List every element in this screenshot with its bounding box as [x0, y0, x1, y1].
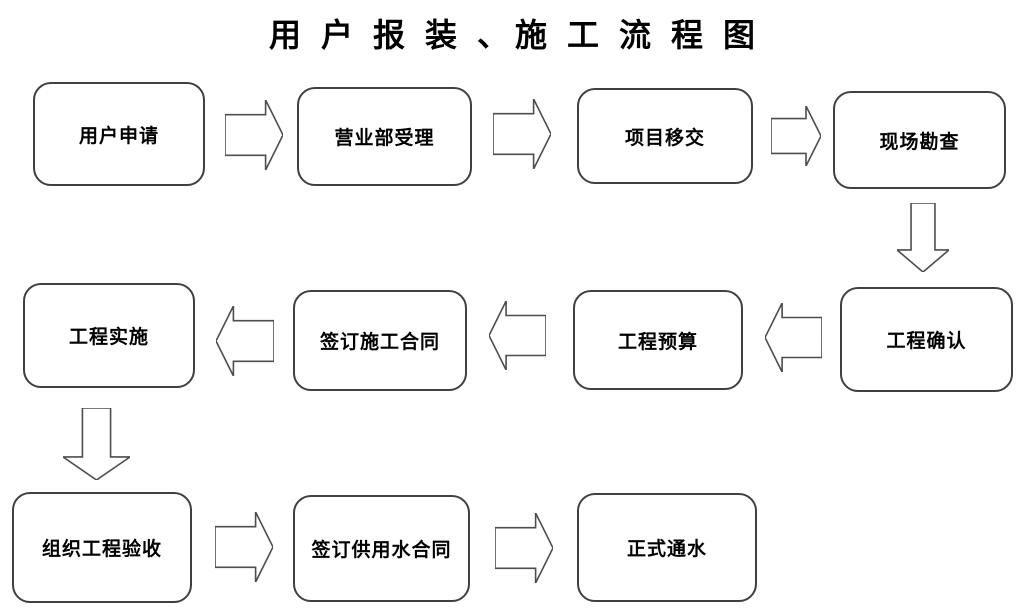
flow-node-project-transfer: 项目移交	[577, 88, 753, 184]
flow-node-label: 签订供用水合同	[311, 540, 452, 561]
flow-node-label: 工程确认	[886, 331, 967, 352]
flow-node-label: 组织工程验收	[41, 539, 162, 560]
flow-node-project-implementation: 工程实施	[23, 283, 195, 388]
arrow-down-icon	[897, 203, 949, 272]
flow-node-label: 正式通水	[626, 539, 707, 560]
flow-node-project-confirmation: 工程确认	[840, 287, 1013, 392]
arrow-down-icon	[63, 408, 130, 480]
arrow-left-icon	[765, 303, 822, 372]
arrow-right-icon	[225, 100, 283, 170]
flow-node-official-water-supply: 正式通水	[577, 493, 757, 602]
arrow-left-icon	[216, 306, 274, 376]
flow-node-site-survey: 现场勘查	[833, 91, 1006, 189]
flow-node-label: 用户申请	[78, 125, 159, 147]
arrow-left-icon	[489, 301, 546, 370]
arrow-right-icon	[771, 106, 821, 166]
flowchart-title: 用 户 报 装 、施 工 流 程 图	[268, 17, 761, 53]
flow-node-label: 现场勘查	[879, 131, 960, 153]
arrow-right-icon	[495, 513, 553, 583]
flow-node-business-dept-acceptance: 营业部受理	[297, 87, 472, 186]
flow-node-user-application: 用户申请	[33, 82, 205, 186]
flow-node-label: 营业部受理	[334, 128, 435, 149]
flow-node-project-budget: 工程预算	[573, 290, 743, 390]
arrow-right-icon	[215, 512, 273, 582]
flow-node-sign-construction-contract: 签订施工合同	[293, 290, 467, 391]
flow-node-organize-project-acceptance: 组织工程验收	[12, 492, 192, 603]
flow-node-label: 工程预算	[617, 331, 698, 353]
flow-node-label: 项目移交	[624, 127, 705, 149]
flow-node-sign-water-supply-contract: 签订供用水合同	[293, 495, 470, 602]
flow-node-label: 签订施工合同	[319, 332, 440, 353]
arrow-right-icon	[493, 99, 551, 169]
flow-node-label: 工程实施	[68, 327, 149, 348]
